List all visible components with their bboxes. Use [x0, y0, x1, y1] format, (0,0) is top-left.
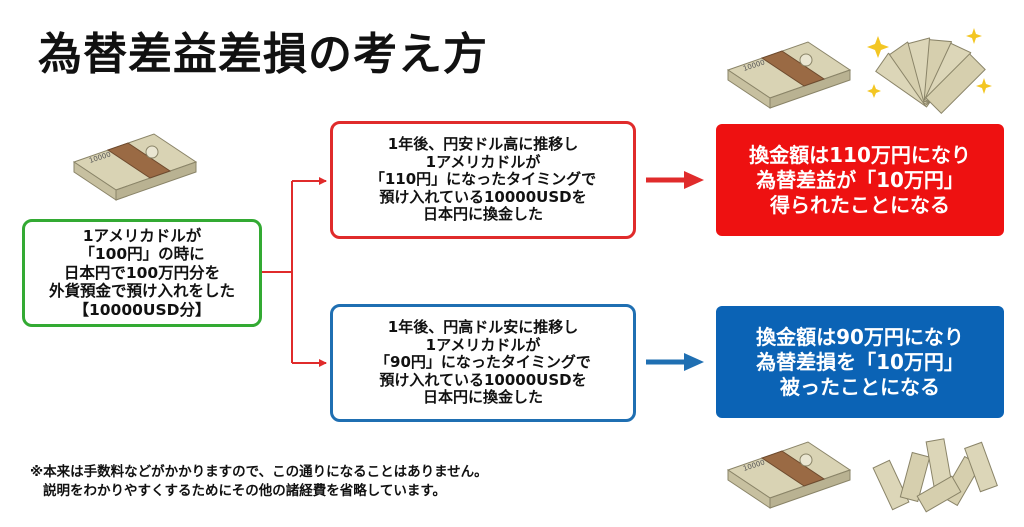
page-title: 為替差益差損の考え方 — [38, 29, 488, 80]
banknote-bundle-icon: 10000 — [726, 41, 852, 109]
footnote-line: 説明をわかりやすくするためにその他の諸経費を省略しています。 — [43, 483, 446, 499]
banknote-bundle-icon: 10000 — [726, 441, 852, 509]
yen-strong-scenario-box: 1年後、円高ドル安に推移し 1アメリカドルが 「90円」になったタイミングで 預… — [330, 304, 636, 422]
box-line: 「110円」になったタイミングで — [369, 170, 597, 189]
box-line: 1年後、円高ドル安に推移し — [387, 318, 579, 337]
box-line: 1アメリカドルが — [425, 335, 541, 354]
box-line: 外貨預金で預け入れをした — [48, 282, 235, 301]
box-line: 換金額は90万円になり — [756, 324, 964, 349]
box-line: 日本円で100万円分を — [63, 263, 221, 282]
loss-arrow — [646, 353, 704, 371]
exchange-loss-result-box: 換金額は90万円になり 為替差損を「10万円」 被ったことになる — [716, 306, 1004, 418]
box-line: 得られたことになる — [770, 192, 950, 217]
box-line: 「100円」の時に — [79, 245, 205, 264]
footnote-line: ※本来は手数料などがかかりますので、この通りになることはありません。 — [30, 464, 488, 480]
box-line: 1アメリカドルが — [425, 152, 541, 171]
gain-arrow — [646, 171, 704, 189]
box-line: 1年後、円安ドル高に推移し — [387, 135, 579, 154]
banknote-bundle-icon: 10000 — [72, 133, 198, 201]
footnote: ※本来は手数料などがかかりますので、この通りになることはありません。 説明をわか… — [30, 463, 488, 501]
box-line: 預け入れている10000USDを — [379, 370, 587, 389]
box-line: 【10000USD分】 — [73, 300, 211, 319]
box-line: 換金額は110万円になり — [749, 142, 971, 167]
yen-weak-scenario-box: 1年後、円安ドル高に推移し 1アメリカドルが 「110円」になったタイミングで … — [330, 121, 636, 239]
box-line: 「90円」になったタイミングで — [375, 353, 591, 372]
box-line: 為替差益が「10万円」 — [756, 167, 964, 192]
box-line: 1アメリカドルが — [82, 226, 202, 245]
box-line: 日本円に換金した — [422, 205, 543, 224]
sparkling-banknotes-icon — [867, 28, 992, 115]
initial-deposit-box: 1アメリカドルが 「100円」の時に 日本円で100万円分を 外貨預金で預け入れ… — [22, 219, 262, 327]
box-line: 為替差損を「10万円」 — [756, 349, 964, 374]
box-line: 日本円に換金した — [422, 388, 543, 407]
box-line: 預け入れている10000USDを — [379, 187, 587, 206]
exchange-gain-result-box: 換金額は110万円になり 為替差益が「10万円」 得られたことになる — [716, 124, 1004, 236]
scattered-banknotes-icon — [872, 438, 998, 513]
box-line: 被ったことになる — [780, 374, 940, 399]
branch-connector — [262, 177, 327, 367]
